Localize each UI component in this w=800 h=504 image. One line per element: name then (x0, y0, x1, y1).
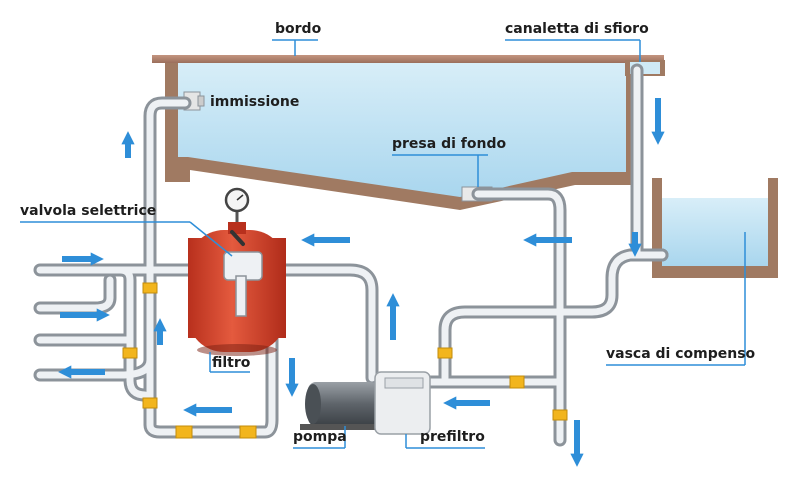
canaletta-label: canaletta di sfioro (505, 21, 649, 37)
label-canaletta: canaletta di sfioro (505, 21, 649, 62)
label-pompa: pompa (293, 426, 347, 449)
bordo-label: bordo (275, 21, 322, 37)
prefiltro-label: prefiltro (420, 429, 485, 445)
pump (300, 382, 380, 430)
immissione-label: immissione (210, 94, 299, 110)
label-valvola: valvola selettrice (20, 203, 233, 257)
label-bordo: bordo (272, 21, 322, 56)
pool-water (178, 62, 626, 197)
pompa-label: pompa (293, 429, 347, 445)
prefilter (374, 371, 431, 435)
presa-label: presa di fondo (392, 136, 506, 152)
label-vasca: vasca di compenso (606, 232, 756, 366)
vasca-label: vasca di compenso (606, 346, 756, 362)
pool (152, 55, 665, 210)
selector-valve[interactable] (223, 230, 263, 317)
filtro-label: filtro (212, 355, 251, 371)
pipes (33, 63, 669, 447)
label-immissione: immissione (210, 94, 299, 110)
label-presa: presa di fondo (392, 136, 506, 187)
pump-motor (308, 382, 378, 426)
balance-tank (652, 178, 778, 278)
pressure-gauge-icon (224, 187, 250, 222)
valvola-label: valvola selettrice (20, 203, 156, 219)
label-prefiltro: prefiltro (405, 429, 485, 449)
label-filtro: filtro (209, 352, 251, 373)
flow-arrow-icon (58, 98, 665, 467)
labels: bordo canaletta di sfioro immissione pre… (20, 21, 756, 449)
pool-deck (152, 55, 664, 63)
